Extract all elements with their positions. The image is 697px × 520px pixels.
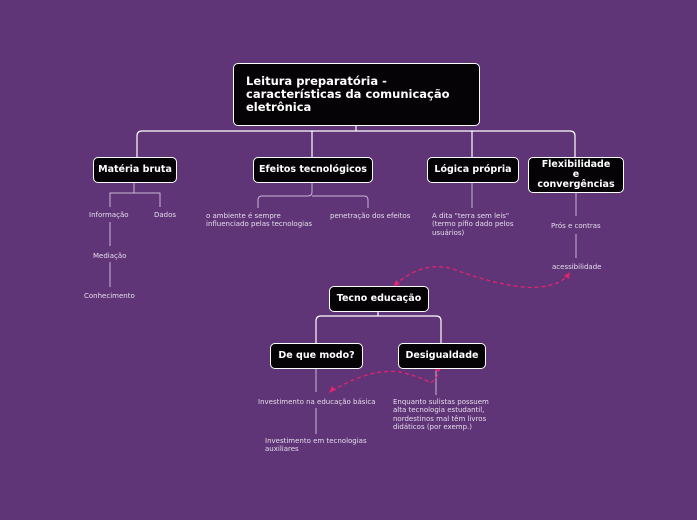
leaf-conhecimento[interactable]: Conhecimento [84,292,135,300]
text-line: Investimento em tecnologias [265,437,367,445]
leaf-mediacao[interactable]: Mediação [93,252,127,260]
text-line: o ambiente é sempre [206,212,281,220]
text-line: A dita "terra sem leis" [432,212,510,220]
relation-lines [331,266,569,392]
text-line: (termo pífio dado pelos [432,220,514,229]
text-line: Enquanto sulistas possuem [393,398,489,406]
text-line: usuários) [432,228,465,237]
text-line: auxiliares [265,445,299,454]
text-line: nordestinos mal têm livros [393,414,487,423]
topic-de-que-modo[interactable]: De que modo? [270,343,363,369]
leaf-dados[interactable]: Dados [154,211,177,219]
topic-tecno-educacao[interactable]: Tecno educação [329,286,429,312]
text-line: influenciado pelas tecnologias [206,220,313,229]
topic-desigualdade[interactable]: Desigualdade [398,343,486,369]
topic-efeitos-tecnologicos[interactable]: Efeitos tecnológicos [253,157,373,183]
topic-logica-propria[interactable]: Lógica própria [427,157,519,183]
leaf-investimento-basica[interactable]: Investimento na educação básica [258,398,376,406]
leaf-pros-contras[interactable]: Prós e contras [551,222,601,230]
leaf-acessibilidade[interactable]: acessibilidade [552,263,602,271]
leaf-terra-sem-leis[interactable]: A dita "terra sem leis"(termo pífio dado… [432,212,513,237]
leaf-informacao[interactable]: Informação [89,211,129,219]
topic-flexibilidade[interactable]: Flexibilidade e convergências [528,157,624,193]
leaf-penetracao[interactable]: penetração dos efeitos [330,212,411,220]
topic-materia-bruta[interactable]: Matéria bruta [93,157,177,183]
text-line: alta tecnologia estudantil, [393,406,485,415]
root-topic[interactable]: Leitura preparatória - características d… [233,63,480,126]
text-line: didáticos (por exemp.) [393,423,473,432]
